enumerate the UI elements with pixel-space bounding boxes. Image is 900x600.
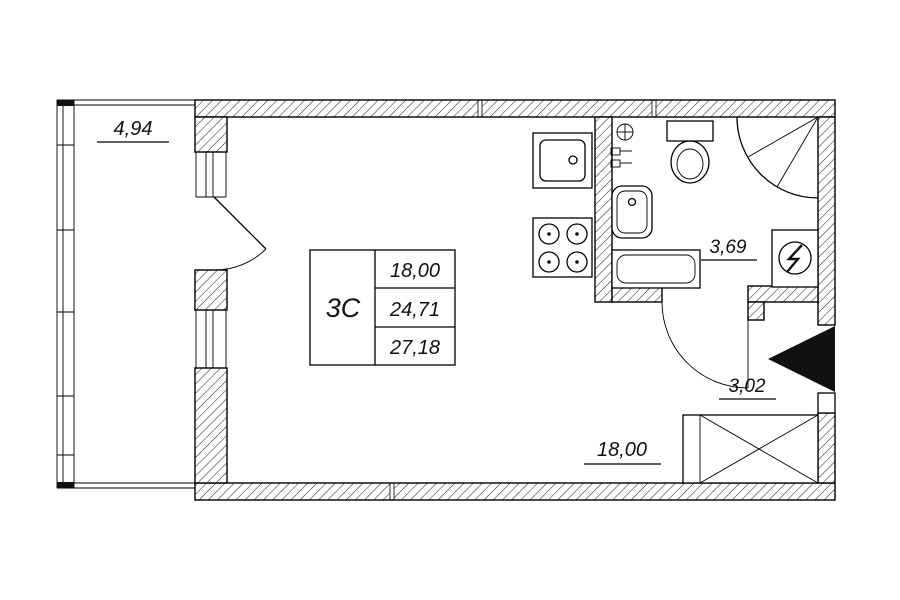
entry-wall-stub	[747, 301, 765, 321]
wash-basin	[611, 185, 653, 239]
apartment-type-label: 3С	[326, 293, 361, 323]
shower-cabin	[736, 116, 819, 199]
bathtub	[611, 249, 701, 289]
right-wall-lower	[817, 412, 836, 484]
bathroom-wall-right	[747, 285, 819, 303]
balcony-door-leaf	[213, 196, 267, 250]
balcony-glazing-mullions	[57, 144, 74, 456]
top-wall	[194, 99, 836, 118]
stove	[532, 217, 593, 278]
kitchen-bathroom-wall	[594, 116, 613, 303]
balcony-area-label: 4,94	[114, 118, 153, 140]
area-table-row-2: 27,18	[389, 337, 440, 359]
left-wall-pier-top	[194, 116, 228, 153]
area-table: 3С 18,00 24,71 27,18	[309, 249, 456, 366]
bathroom-door-swing-arc	[661, 301, 749, 389]
balcony-corner-mark-bottom	[57, 482, 74, 488]
bottom-wall	[194, 482, 836, 501]
entrance-door-arrow	[768, 326, 835, 392]
entrance-door-jamb-block	[817, 392, 836, 414]
balcony-door	[213, 196, 267, 271]
toilet	[666, 120, 714, 184]
kitchen-sink	[532, 132, 593, 189]
hallway-area-label: 3,02	[729, 376, 766, 397]
room-area-label: 18,00	[597, 439, 647, 461]
bathroom-door	[661, 301, 749, 389]
balcony-corner-mark-top	[57, 100, 74, 106]
water-riser-icons	[610, 123, 634, 168]
room-area-labels: 3,69 3,02 18,00	[584, 237, 776, 465]
electric-panel-icon	[771, 229, 819, 288]
right-wall-upper	[817, 116, 836, 326]
wardrobe	[682, 414, 819, 484]
area-table-row-1: 24,71	[389, 299, 440, 321]
balcony: 4,94	[56, 99, 195, 489]
bathroom-area-label: 3,69	[710, 237, 747, 258]
window-upper	[195, 151, 227, 198]
wall-seam-joints	[389, 100, 657, 500]
window-lower	[195, 309, 227, 369]
area-table-row-0: 18,00	[390, 260, 440, 282]
balcony-door-swing-arc	[213, 248, 267, 271]
walls	[194, 99, 836, 501]
lightning-bolt-icon	[786, 244, 803, 273]
left-wall-pier-bottom	[194, 367, 228, 484]
left-wall-pier-mid	[194, 269, 228, 311]
